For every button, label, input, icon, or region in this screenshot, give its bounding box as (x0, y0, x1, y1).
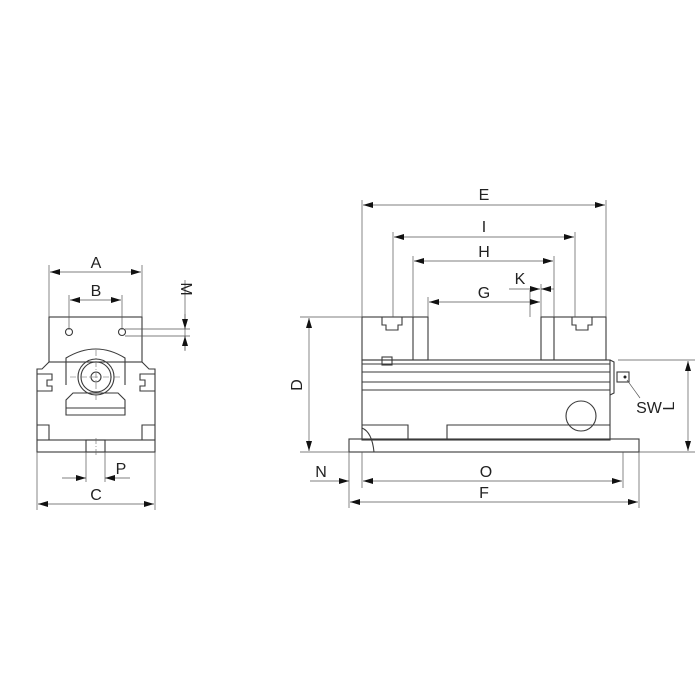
spindle-nut (65, 392, 126, 416)
side-view: E I H G K O F N SW D L (289, 187, 695, 508)
jaw-t-slots (381, 317, 593, 331)
label-I: I (482, 219, 486, 236)
centerlines (70, 350, 122, 456)
body-rails (362, 363, 610, 391)
spindle-square-dot (623, 375, 627, 379)
side-extension-lines (300, 200, 695, 508)
label-B: B (91, 283, 102, 300)
clamp-hole (565, 400, 597, 432)
label-E: E (479, 187, 490, 204)
fixed-jaw (361, 316, 429, 361)
base-plate (348, 438, 640, 453)
body-lower-steps (362, 424, 610, 440)
label-L: L (661, 401, 678, 410)
movable-jaw (540, 316, 607, 361)
label-SW: SW (636, 400, 663, 417)
end-view-body-sides (36, 361, 156, 440)
label-C: C (90, 487, 102, 504)
extension-lines (36, 265, 190, 510)
stop-block (381, 356, 393, 366)
sw-leader (626, 379, 641, 399)
end-view-feet (37, 424, 155, 440)
label-G: G (478, 285, 490, 302)
label-P: P (116, 461, 127, 478)
end-view-top-block (48, 316, 143, 363)
label-M: M (177, 282, 194, 295)
label-K: K (515, 271, 526, 288)
label-D: D (289, 379, 306, 391)
label-F: F (479, 485, 489, 502)
vise-body (361, 359, 611, 441)
spindle-square (616, 371, 630, 383)
label-A: A (91, 255, 102, 272)
end-view-key-slot (85, 439, 106, 453)
body-end-cap (609, 359, 615, 396)
end-view-t-slots (37, 373, 155, 392)
base-radius (361, 427, 375, 453)
label-H: H (478, 244, 490, 261)
end-view: A B C P M (36, 255, 194, 510)
label-N: N (315, 464, 327, 481)
spindle-housing (65, 348, 126, 385)
label-O: O (480, 464, 492, 481)
